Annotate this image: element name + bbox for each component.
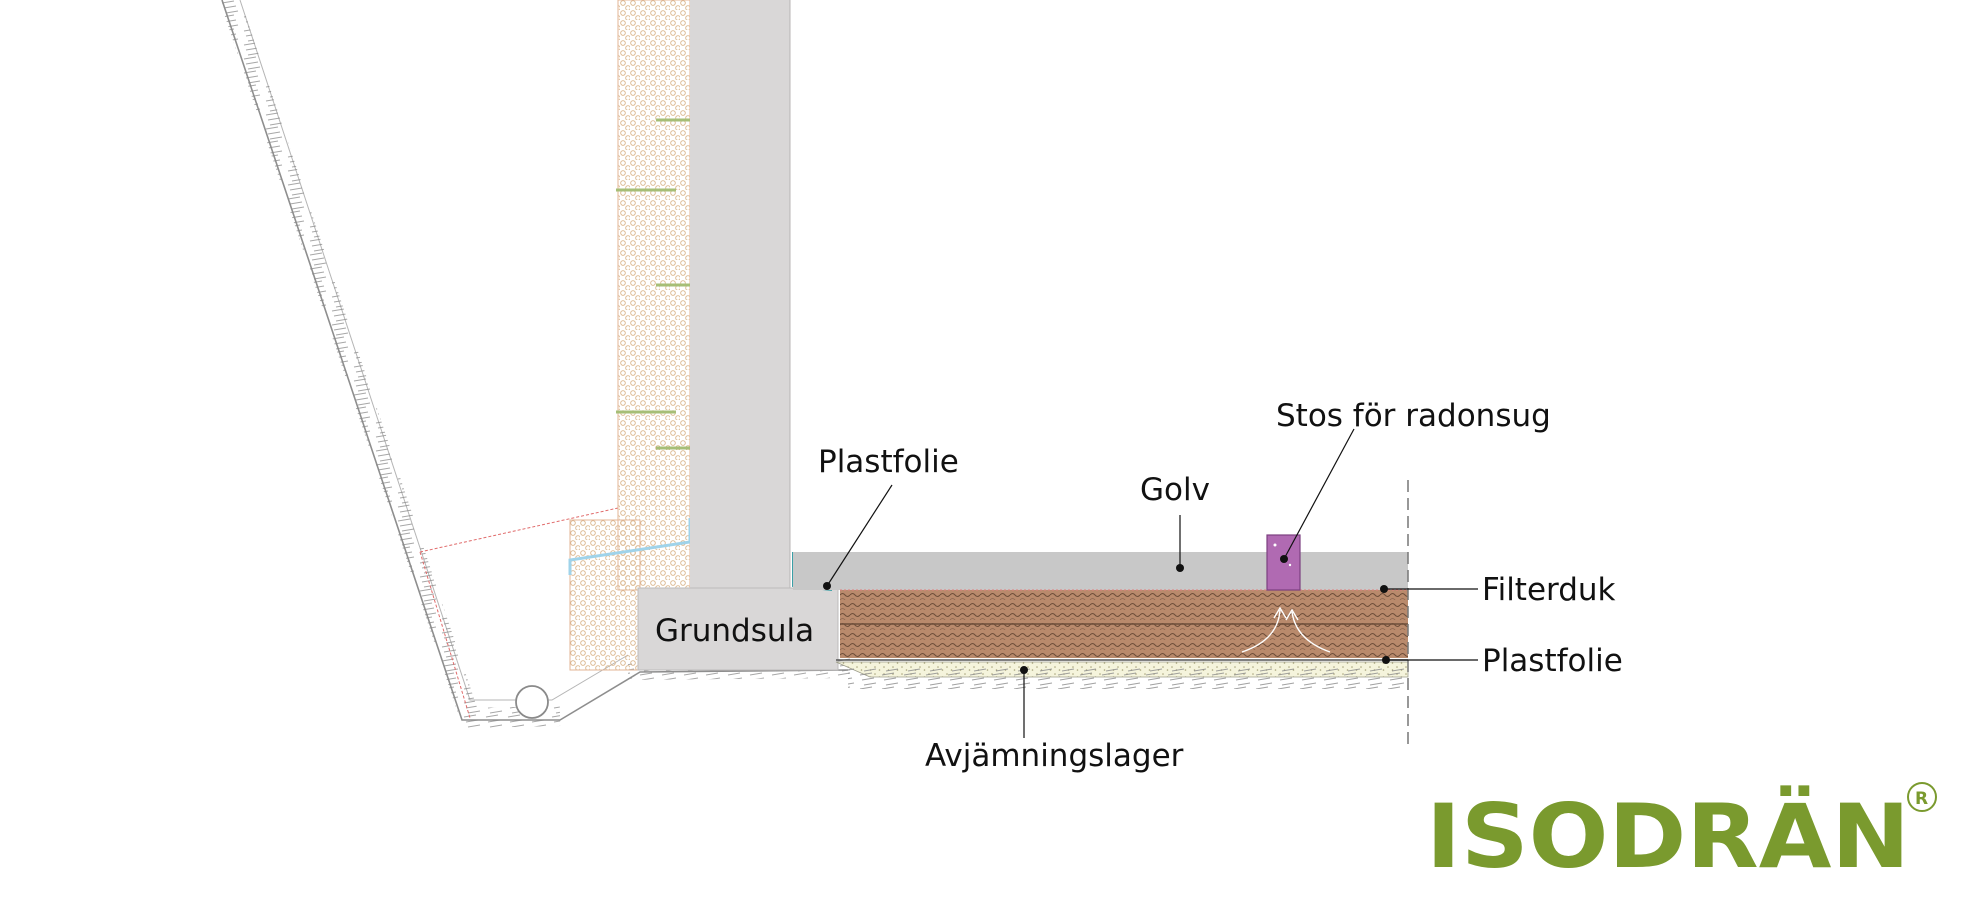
label-golv: Golv [1140,472,1210,508]
label-avjamningslager: Avjämningslager [925,738,1184,774]
airflow-arrows [1241,606,1331,653]
label-plastfolie-floor: Plastfolie [1482,643,1623,679]
backfill-boundary [419,507,619,719]
leader-lines [826,428,1478,738]
leader-dots [823,555,1390,674]
label-filterduk: Filterduk [1482,572,1616,608]
label-plastfolie-wall: Plastfolie [818,444,959,480]
label-grundsula: Grundsula [655,613,814,649]
label-stos-for-radonsug: Stos för radonsug [1276,398,1551,434]
insulation-board-lower [569,519,641,671]
drain-pipe-icon [515,685,549,719]
isodran-logo: ISODRÄN R [1426,782,1937,888]
floor-slab [793,552,1408,590]
concrete-wall [690,0,790,590]
registered-mark: R [1915,789,1928,809]
radon-pipe-icon [1266,534,1301,591]
footing [637,587,839,671]
logo-text: ISODRÄN [1426,785,1910,888]
insulation-board [617,0,691,591]
